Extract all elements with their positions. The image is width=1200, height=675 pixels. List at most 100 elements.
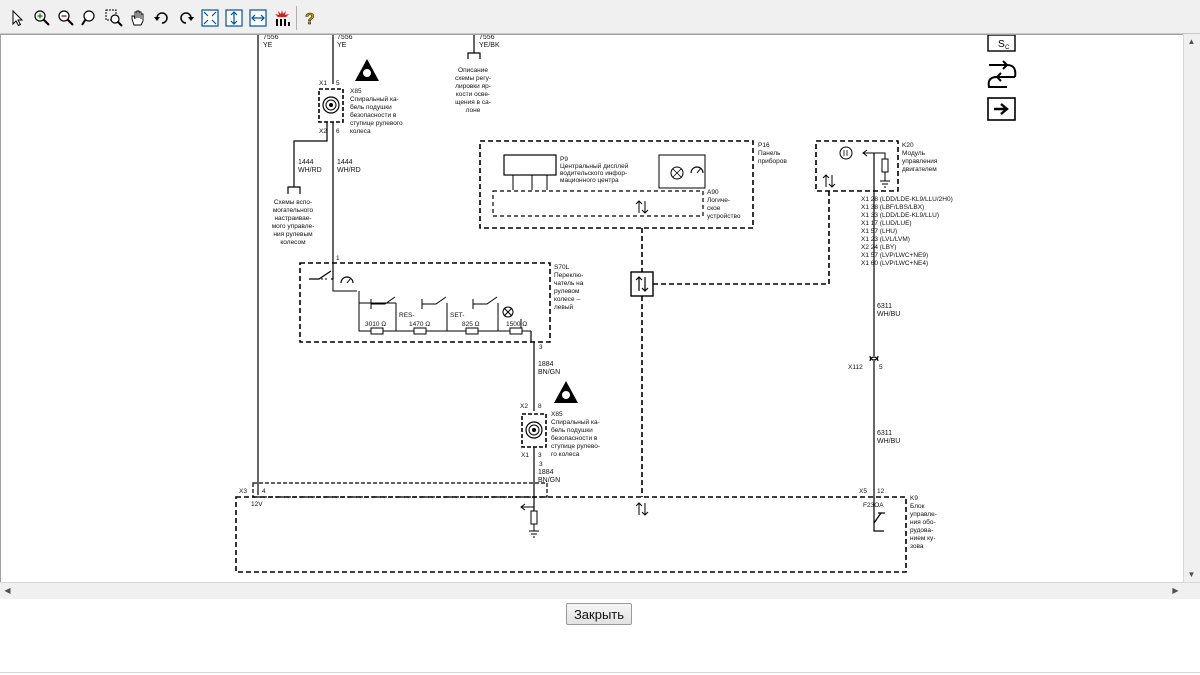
wire-1444-branch bbox=[293, 122, 328, 187]
schematic-symbols-button[interactable]: S C bbox=[987, 35, 1016, 52]
svg-text:X2: X2 bbox=[319, 128, 327, 135]
x85-bottom-label: X85 Спиральный ка- бель подушки безопасн… bbox=[551, 411, 600, 458]
resistor-825 bbox=[465, 327, 479, 335]
scroll-down-icon[interactable]: ▼ bbox=[1187, 570, 1196, 579]
a90-box bbox=[492, 190, 704, 217]
resistor-1500 bbox=[509, 327, 523, 335]
pointer-icon[interactable] bbox=[8, 8, 28, 28]
wire-num-1444a: 1444 bbox=[298, 159, 314, 166]
svg-text:S: S bbox=[998, 39, 1005, 50]
wire-color-top1: YE bbox=[263, 42, 273, 49]
scroll-right-icon[interactable]: ▶ bbox=[1172, 586, 1179, 595]
bidirectional-arrow-icon bbox=[822, 174, 836, 188]
cruise-speedometer-icon bbox=[340, 276, 354, 284]
zoom-out-icon[interactable] bbox=[56, 8, 76, 28]
connector-aux bbox=[287, 186, 301, 194]
svg-text:3: 3 bbox=[538, 452, 542, 459]
exchange-arrows-icon[interactable] bbox=[987, 60, 1017, 88]
gauge-box bbox=[658, 154, 706, 189]
svg-text:Переклю-: Переклю- bbox=[554, 272, 583, 279]
svg-text:бель подушки: бель подушки bbox=[350, 103, 392, 111]
fit-window-icon[interactable] bbox=[200, 8, 220, 28]
scroll-up-icon[interactable]: ▲ bbox=[1187, 37, 1196, 46]
p9-display bbox=[503, 154, 557, 176]
wire-color-1444b: WH/RD bbox=[337, 167, 361, 174]
k9-resistor bbox=[530, 510, 538, 525]
wire-num-top2: 7556 bbox=[337, 35, 353, 41]
svg-text:Схемы вспо-: Схемы вспо- bbox=[274, 199, 312, 206]
bidirectional-arrow-icon bbox=[635, 200, 649, 214]
help-icon[interactable]: ? bbox=[300, 8, 320, 28]
svg-text:схемы регу-: схемы регу- bbox=[455, 75, 491, 82]
resistor-label-3: 825 Ω bbox=[462, 321, 480, 328]
x112-pin: 5 bbox=[879, 364, 883, 371]
scroll-left-icon[interactable]: ◀ bbox=[4, 586, 11, 595]
svg-text:настраивае-: настраивае- bbox=[274, 215, 311, 222]
wire-num-1884b: 1884 bbox=[538, 469, 554, 476]
airbag-warning-icon bbox=[355, 59, 379, 81]
s70l-box bbox=[299, 262, 551, 343]
svg-text:двигателем: двигателем bbox=[902, 166, 937, 173]
svg-text:RES-: RES- bbox=[399, 312, 415, 319]
footer-divider bbox=[0, 672, 1200, 673]
k9-pin-label: F23OA bbox=[863, 502, 884, 509]
fit-width-icon[interactable] bbox=[248, 8, 268, 28]
highlight-icon[interactable] bbox=[272, 8, 292, 28]
resistor-label-4: 1500 Ω bbox=[506, 321, 527, 328]
diagram-viewer[interactable]: 7556 YE 7556 YE 7556 YE/BK Описание схем… bbox=[0, 34, 1200, 599]
rotate-left-icon[interactable] bbox=[152, 8, 172, 28]
svg-text:Логиче-: Логиче- bbox=[707, 197, 730, 204]
x3-label: X3 bbox=[239, 488, 247, 495]
x5-label: X5 bbox=[859, 488, 867, 495]
ground-icon bbox=[880, 172, 890, 188]
switch-resume: RES- bbox=[370, 296, 415, 319]
horizontal-scrollbar[interactable]: ◀ ▶ bbox=[0, 582, 1200, 599]
airbag-warning-icon bbox=[554, 381, 578, 403]
next-page-button[interactable] bbox=[987, 97, 1016, 121]
svg-text:X1 23 (LVL/LVM): X1 23 (LVL/LVM) bbox=[861, 236, 910, 243]
rotate-right-icon[interactable] bbox=[176, 8, 196, 28]
svg-text:кости осве-: кости осве- bbox=[456, 91, 490, 98]
wire-color-1884b: BN/GN bbox=[538, 477, 560, 484]
cruise-speedometer-icon bbox=[690, 166, 704, 174]
label-12v: 12V bbox=[251, 501, 263, 508]
k9-box bbox=[235, 496, 907, 573]
pan-hand-icon[interactable] bbox=[128, 8, 148, 28]
switch-cancel bbox=[472, 296, 498, 309]
k20-box bbox=[815, 140, 899, 192]
svg-text:нием ку-: нием ку- bbox=[910, 535, 935, 542]
svg-text:Центральный дисплей: Центральный дисплей bbox=[560, 162, 629, 170]
svg-text:SET-: SET- bbox=[450, 312, 464, 319]
data-link-arrow-icon bbox=[635, 276, 649, 292]
svg-text:Спиральный ка-: Спиральный ка- bbox=[350, 95, 399, 103]
svg-text:щения в са-: щения в са- bbox=[455, 99, 491, 106]
zoom-in-icon[interactable] bbox=[32, 8, 52, 28]
k9-input-arrow bbox=[520, 503, 534, 511]
svg-text:управле-: управле- bbox=[910, 511, 937, 518]
x112-label: X112 bbox=[848, 364, 863, 371]
resistor-1470 bbox=[413, 327, 427, 335]
svg-text:P16: P16 bbox=[758, 142, 770, 149]
s70l-main-switch bbox=[309, 263, 334, 280]
svg-text:X1: X1 bbox=[319, 80, 327, 87]
svg-text:Спиральный ка-: Спиральный ка- bbox=[551, 418, 600, 426]
p9-label: P9 Центральный дисплей водительского инф… bbox=[560, 156, 629, 184]
switch-set: SET- bbox=[421, 296, 464, 319]
svg-text:Блок: Блок bbox=[910, 503, 925, 510]
svg-text:колеса: колеса bbox=[350, 128, 371, 135]
svg-text:X1 57 (LVP/LWC+NE9): X1 57 (LVP/LWC+NE9) bbox=[861, 252, 928, 259]
toolbar-separator bbox=[296, 6, 297, 30]
k20-resistor bbox=[881, 158, 889, 173]
zoom-icon[interactable] bbox=[80, 8, 100, 28]
fit-height-icon[interactable] bbox=[224, 8, 244, 28]
zoom-window-icon[interactable] bbox=[104, 8, 124, 28]
ground-icon bbox=[529, 524, 539, 538]
close-button[interactable]: Закрыть bbox=[566, 603, 632, 625]
svg-text:ния рулевым: ния рулевым bbox=[273, 231, 313, 238]
x112-connector bbox=[869, 355, 879, 361]
vertical-scrollbar[interactable]: ▲ ▼ bbox=[1183, 34, 1200, 582]
wire-num-6311b: 6311 bbox=[877, 430, 892, 437]
k20-pin-list: X1 28 (LDD/LDE-KL9/LLU/2H0) X1 38 (LBF/L… bbox=[861, 196, 953, 267]
k20-label: K20 Модуль управления двигателем bbox=[902, 142, 938, 173]
bidirectional-arrow-icon bbox=[635, 502, 649, 516]
